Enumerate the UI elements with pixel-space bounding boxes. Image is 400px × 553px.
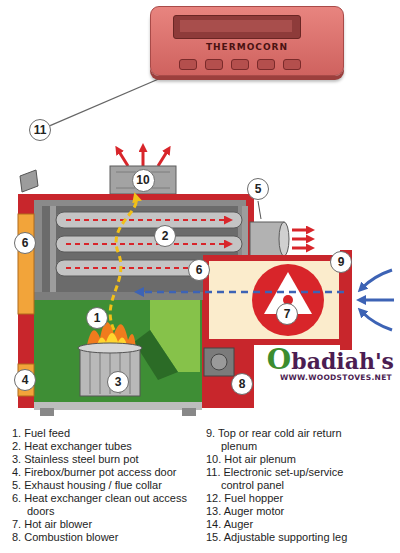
callout-label: 3 <box>115 376 122 388</box>
logo-url: WWW.WOODSTOVES.NET <box>280 373 392 382</box>
combustion-blower <box>204 348 234 376</box>
hot-air-arrows <box>158 150 168 166</box>
cold-air-arrows <box>140 270 394 330</box>
callout-number: 5 <box>247 178 269 200</box>
parts-list-item: 8. Combustion blower <box>12 531 202 544</box>
parts-list-item: 5. Exhaust housing / flue collar <box>12 479 202 492</box>
cold-air-arrows <box>362 312 392 330</box>
parts-list-item: 12. Fuel hopper <box>206 492 371 505</box>
control-panel: THERMOCORN <box>150 6 344 76</box>
combustion-blower <box>211 354 227 370</box>
callout-number: 3 <box>107 371 129 393</box>
callout-label: 11 <box>34 124 47 136</box>
panel-button <box>205 59 223 70</box>
logo-wordmark: Obadiah's <box>267 343 394 376</box>
callout-number: 2 <box>154 225 176 247</box>
callout-number: 1 <box>86 307 108 329</box>
parts-list-item: 7. Hot air blower <box>12 518 202 531</box>
burn-pot <box>78 343 142 353</box>
callout-label: 8 <box>239 378 246 390</box>
panel-button <box>257 59 275 70</box>
base-and-legs <box>34 402 202 416</box>
hot-air-arrows <box>118 148 168 166</box>
small-panel-icon <box>20 170 38 192</box>
callout-label: 6 <box>22 237 29 249</box>
callout-number: 8 <box>231 373 253 395</box>
callout-number: 9 <box>330 251 352 273</box>
hot-air-arrows <box>118 150 128 166</box>
base-and-legs <box>34 402 202 410</box>
burn-pot <box>80 348 140 396</box>
burn-pot <box>100 352 101 394</box>
parts-list-item: 6. Heat exchanger clean out access doors <box>12 492 202 518</box>
parts-list-item: 3. Stainless steel burn pot <box>12 453 202 466</box>
callout-label: 7 <box>284 308 291 320</box>
heat-flow-arrow <box>110 198 136 330</box>
callout-number: 7 <box>276 303 298 325</box>
panel-display <box>173 15 301 39</box>
flue-collar <box>292 238 310 241</box>
callout-number: 6 <box>188 259 210 281</box>
blower-housing <box>252 264 324 336</box>
parts-list-item: 13. Auger motor <box>206 505 371 518</box>
burn-pot <box>78 322 142 396</box>
heat-exchanger-tubes <box>66 243 228 245</box>
parts-list-item: 9. Top or rear cold air return plenum <box>206 427 371 453</box>
panel-button <box>179 59 197 70</box>
callout-number: 11 <box>29 119 51 141</box>
flue-collar <box>292 247 310 250</box>
callout-number: 4 <box>14 369 36 391</box>
firebox <box>134 330 178 380</box>
heat-exchanger-tubes <box>56 212 242 228</box>
heat-exchanger-tubes <box>56 236 242 252</box>
callout-label: 9 <box>338 256 345 268</box>
parts-list-item: 10. Hot air plenum <box>206 453 371 466</box>
heat-flow-arrow <box>110 198 136 330</box>
cold-air-arrows <box>140 291 344 294</box>
parts-list-item: 15. Adjustable supporting leg <box>206 531 371 544</box>
flue-collar <box>292 229 310 232</box>
firebox <box>34 300 202 402</box>
cold-air-arrows <box>362 299 394 302</box>
burn-pot <box>90 352 91 394</box>
cold-air-arrows <box>362 270 392 288</box>
callout-label: 6 <box>196 264 203 276</box>
callout-number: 10 <box>132 169 155 192</box>
callout-label: 5 <box>255 183 262 195</box>
heat-exchanger-tubes <box>66 219 228 221</box>
blower-housing <box>206 250 352 350</box>
callout-label: 4 <box>22 374 29 386</box>
parts-list-item: 4. Firebox/burner pot access door <box>12 466 202 479</box>
combustion-blower <box>204 348 234 376</box>
access-doors <box>18 214 34 314</box>
leader-line <box>50 76 165 126</box>
parts-list-item: 2. Heat exchanger tubes <box>12 440 202 453</box>
furnace-frame <box>50 206 56 292</box>
panel-button <box>231 59 249 70</box>
flue-collar <box>250 201 310 256</box>
flue-collar <box>279 222 289 256</box>
small-panel-icon <box>20 170 38 192</box>
parts-list-column: 1. Fuel feed2. Heat exchanger tubes3. St… <box>12 427 202 544</box>
hot-air-arrows <box>142 148 145 166</box>
callout-label: 10 <box>136 174 149 186</box>
base-and-legs <box>40 408 54 416</box>
base-and-legs <box>182 408 196 416</box>
burn-pot <box>130 352 131 394</box>
panel-button <box>283 59 301 70</box>
hot-air-plenum <box>110 166 176 194</box>
panel-brand: THERMOCORN <box>151 42 343 52</box>
callout-label: 1 <box>94 312 101 324</box>
parts-list-column: 9. Top or rear cold air return plenum10.… <box>206 427 371 544</box>
callout-number: 6 <box>14 232 36 254</box>
flue-collar <box>258 201 261 219</box>
parts-list-item: 11. Electronic set-up/service control pa… <box>206 466 371 492</box>
parts-list-item: 1. Fuel feed <box>12 427 202 440</box>
parts-list-item: 14. Auger <box>206 518 371 531</box>
callout-label: 2 <box>162 230 169 242</box>
panel-screen <box>180 20 292 32</box>
blower-housing <box>206 258 342 342</box>
hot-air-plenum <box>110 166 176 194</box>
